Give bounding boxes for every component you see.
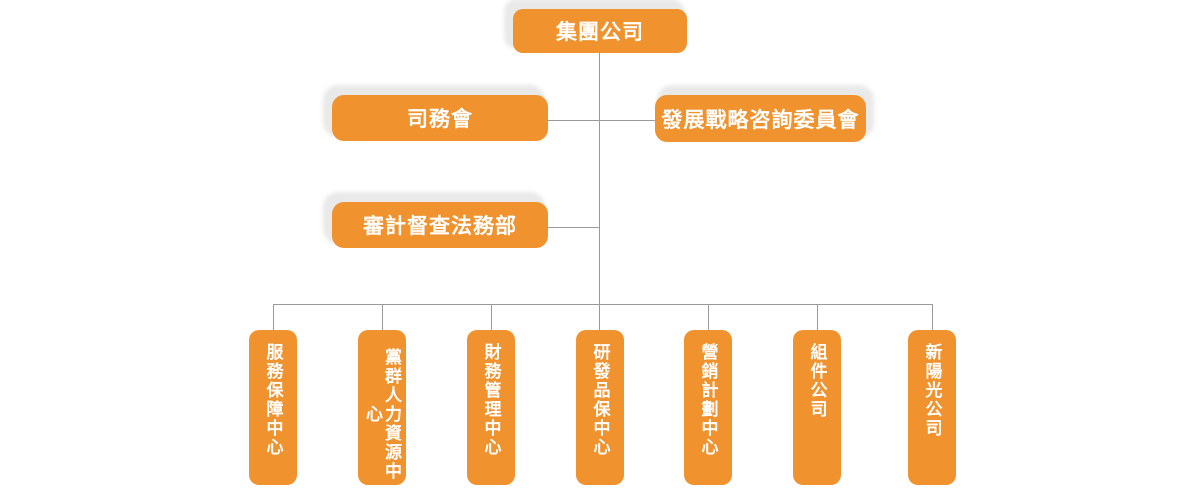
connector-drop <box>708 304 709 330</box>
connector-drop <box>932 304 933 330</box>
connector-drop <box>273 304 274 330</box>
node-finance-management-center: 財務管理中心 <box>467 330 515 485</box>
node-rnd-quality-center: 研發品保中心 <box>576 330 624 485</box>
connector-main-vertical <box>599 53 600 330</box>
connector-drop <box>382 304 383 330</box>
node-new-sunshine-company: 新陽光公司 <box>908 330 956 485</box>
node-label: 審計督查法務部 <box>363 214 517 238</box>
connector-departments-rail <box>273 304 933 305</box>
connector-level2-horizontal <box>548 120 655 121</box>
node-audit-supervision-legal-dept: 審計督查法務部 <box>332 202 548 248</box>
node-group-company: 集團公司 <box>513 9 687 53</box>
connector-drop <box>817 304 818 330</box>
node-service-support-center: 服務保障中心 <box>249 330 297 485</box>
node-label: 司務會 <box>407 107 473 131</box>
node-marketing-planning-center: 營銷計劃中心 <box>684 330 732 485</box>
node-component-company: 組件公司 <box>793 330 841 485</box>
connector-drop <box>491 304 492 330</box>
node-label: 發展戰略咨詢委員會 <box>661 107 860 132</box>
node-label: 集團公司 <box>556 20 644 44</box>
node-company-affairs-council: 司務會 <box>332 95 548 141</box>
connector-level3-horizontal <box>548 227 600 228</box>
node-party-hr-center: 黨群人力資源中心 <box>358 330 406 485</box>
node-development-strategy-advisory-committee: 發展戰略咨詢委員會 <box>655 95 866 142</box>
